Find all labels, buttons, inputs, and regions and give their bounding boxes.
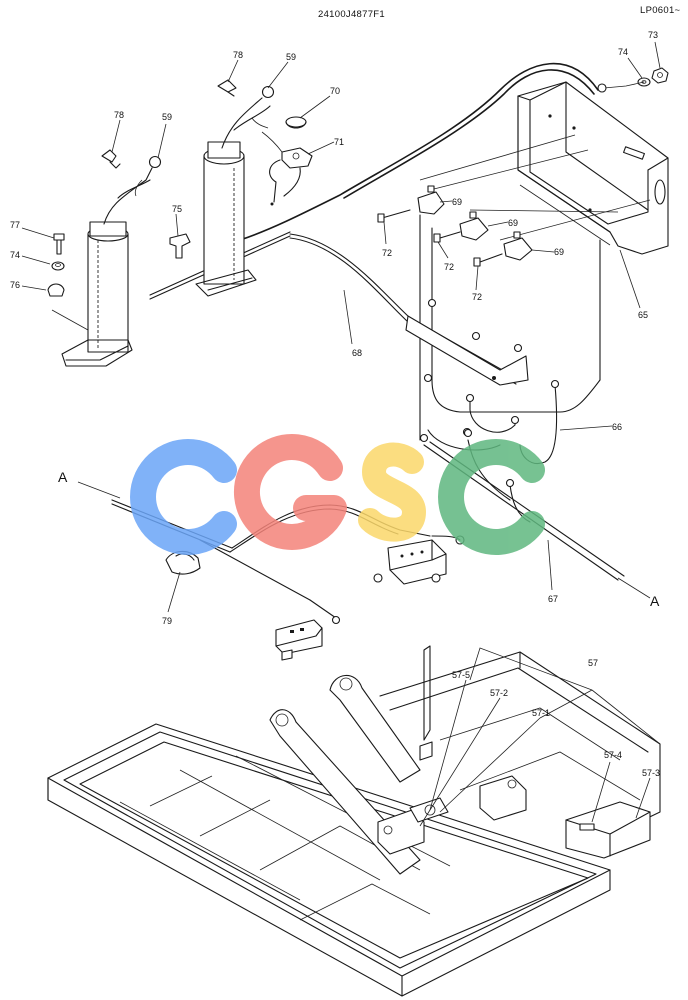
callout-57-3: 57-3 — [642, 768, 660, 778]
clamp-76 — [47, 283, 65, 297]
connector-block — [275, 615, 341, 661]
callout-65: 65 — [638, 310, 648, 320]
switch-69-a — [417, 185, 445, 215]
callout-73: 73 — [648, 30, 658, 40]
watermark-letter-g — [233, 434, 347, 550]
callout-57-5: 57-5 — [452, 670, 470, 680]
callout-72-b: 72 — [444, 262, 454, 272]
watermark-letter-c-2 — [438, 439, 545, 555]
relay-block — [373, 535, 465, 585]
bracket-75 — [169, 233, 191, 259]
callout-67: 67 — [548, 594, 558, 604]
battery-holder-right — [195, 141, 257, 297]
screw-72-c — [473, 253, 503, 267]
wire-59-left — [103, 155, 162, 225]
callout-72-a: 72 — [382, 248, 392, 258]
terminal-78-left — [101, 149, 121, 169]
page-code: LP0601~ — [640, 5, 681, 16]
battery-holder-left — [51, 221, 133, 367]
watermark-letter-c-1 — [130, 439, 237, 555]
switch-69-c — [503, 231, 533, 261]
clamp-70 — [285, 116, 307, 129]
washer-74-left — [51, 261, 65, 271]
callout-57-2: 57-2 — [490, 688, 508, 698]
callout-69-b: 69 — [508, 218, 518, 228]
callout-72-c: 72 — [472, 292, 482, 302]
harness-66 — [405, 214, 601, 464]
callout-69-a: 69 — [452, 197, 462, 207]
leader-lines — [21, 41, 661, 827]
screw-72-a — [377, 209, 411, 223]
section-label-a-right: A — [650, 593, 660, 609]
section-label-a-left: A — [58, 469, 68, 485]
battery-box — [517, 81, 669, 255]
callout-70: 70 — [330, 86, 340, 96]
callout-74-left: 74 — [10, 250, 20, 260]
callout-57-4: 57-4 — [604, 750, 622, 760]
battery-cables-to-terminals — [419, 134, 651, 241]
cgsc-watermark — [130, 434, 545, 555]
callout-74-right: 74 — [618, 47, 628, 57]
callout-75: 75 — [172, 204, 182, 214]
drawing-number: 24100J4877F1 — [318, 9, 385, 20]
callout-78-left: 78 — [114, 110, 124, 120]
terminal-78-right — [217, 79, 237, 97]
callout-labels: 73 74 78 59 70 71 78 59 75 77 74 76 69 6… — [10, 30, 660, 778]
screw-72-b — [433, 231, 461, 243]
switch-69-b — [459, 211, 489, 241]
callout-78-right: 78 — [233, 50, 243, 60]
callout-66: 66 — [612, 422, 622, 432]
callout-59-right: 59 — [286, 52, 296, 62]
nut-73 — [651, 67, 669, 84]
bolt-77 — [53, 233, 65, 255]
switch-71 — [261, 131, 313, 206]
callout-57-1: 57-1 — [532, 708, 550, 718]
callout-59-left: 59 — [162, 112, 172, 122]
wire-59-right — [221, 85, 275, 149]
callout-69-c: 69 — [554, 247, 564, 257]
callout-76: 76 — [10, 280, 20, 290]
callout-68: 68 — [352, 348, 362, 358]
callout-71: 71 — [334, 137, 344, 147]
frame-57 — [47, 645, 661, 997]
watermark-letter-s — [358, 442, 427, 542]
callout-79: 79 — [162, 616, 172, 626]
callout-77: 77 — [10, 220, 20, 230]
callout-57: 57 — [588, 658, 598, 668]
